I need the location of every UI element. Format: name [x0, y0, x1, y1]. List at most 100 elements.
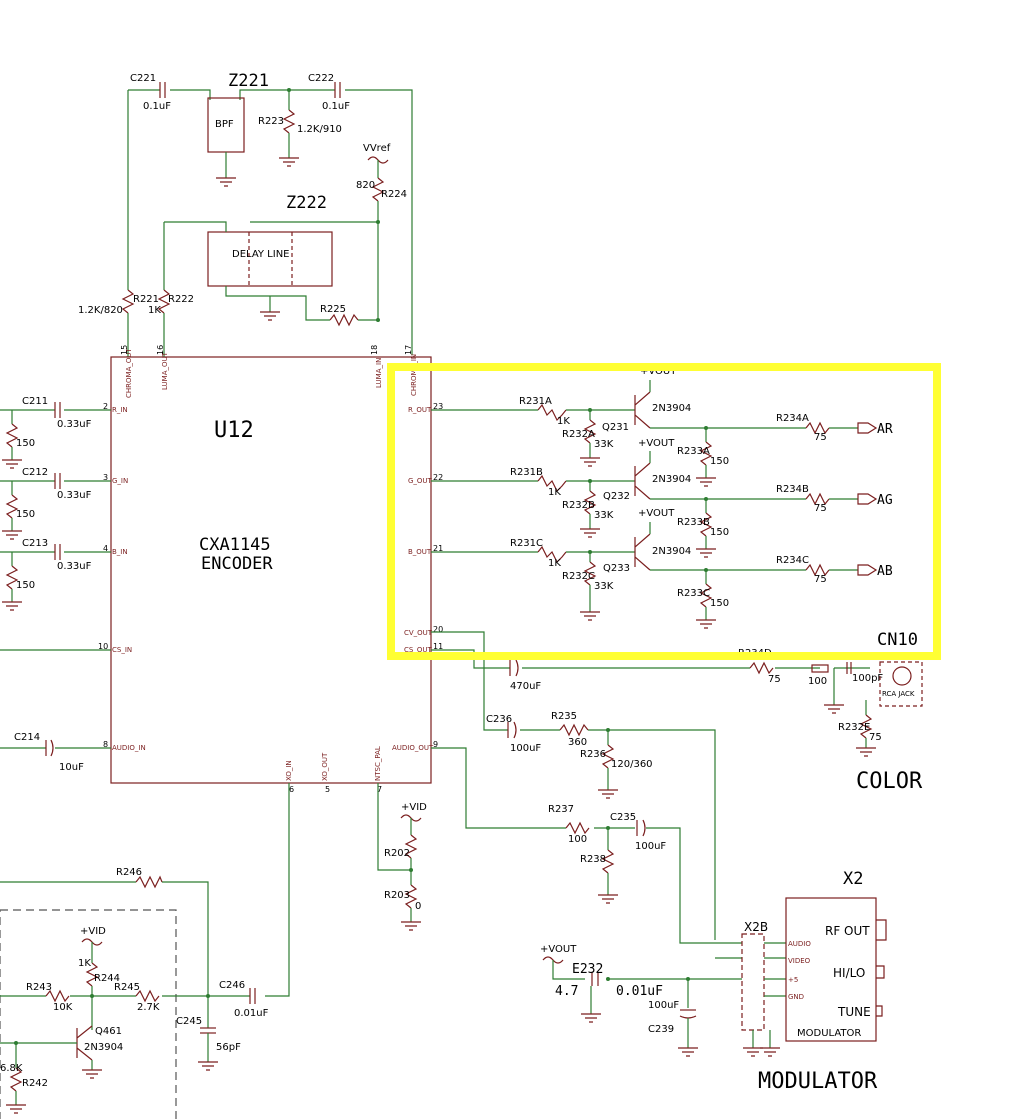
r233a-value: 150 [710, 456, 729, 467]
r232c-label: R232C [562, 571, 595, 582]
r235-value: 360 [568, 737, 587, 748]
pin-chroma-in: CHROMA_IN [410, 354, 418, 396]
pin-num-7: 7 [377, 785, 382, 794]
r234c-value: 75 [814, 574, 827, 585]
c246-value: 0.01uF [234, 1008, 269, 1019]
q461-type: 2N3904 [84, 1042, 123, 1053]
r203-value: 0 [415, 901, 421, 912]
pin-g-in: G_IN [112, 477, 128, 485]
vvref-label: VVref [363, 143, 391, 154]
r232b-value: 33K [594, 510, 614, 521]
delay-line [207, 231, 333, 287]
c100p-value: 100pF [852, 673, 883, 684]
r-150c: 150 [16, 580, 35, 591]
pin-num-6: 6 [289, 785, 294, 794]
pin-num-5: 5 [325, 785, 330, 794]
r236-label: R236 [580, 749, 606, 760]
pin-num-22: 22 [433, 473, 443, 482]
vout-1: +VOUT [640, 366, 677, 377]
r203-label: R203 [384, 890, 410, 901]
r237-label: R237 [548, 804, 574, 815]
rgb-output-section: R231A 1K R232A 33K Q231 2N3904 +VOUT R23… [431, 366, 918, 650]
q231-type: 2N3904 [652, 403, 691, 414]
pin-num-17: 17 [404, 345, 413, 355]
r246-label: R246 [116, 867, 142, 878]
r232c-value: 33K [594, 581, 614, 592]
l221-value: 100 [808, 676, 827, 687]
r221-value: 1.2K/820 [78, 305, 123, 316]
u12-encoder: U12 CXA1145 ENCODER R_IN G_IN B_IN CS_IN… [98, 345, 443, 794]
r224-label: R224 [381, 189, 407, 200]
c222-label: C222 [308, 73, 334, 84]
c235-label: C235 [610, 812, 636, 823]
c236-value: 100uF [510, 743, 541, 754]
pin-num-18: 18 [370, 345, 379, 355]
c245-value: 56pF [216, 1042, 241, 1053]
pin-b-out: B_OUT [408, 548, 432, 556]
ab-output: AB [877, 564, 893, 579]
delay-line-section: Z222 DELAY LINE R225 [163, 193, 380, 327]
c236-label: C236 [486, 714, 512, 725]
c001-value: 0.01uF [616, 984, 663, 999]
r238-label: R238 [580, 854, 606, 865]
r221-r222: R221 1.2K/820 R222 1K [78, 289, 194, 357]
mod-pin-video: VIDEO [788, 957, 811, 965]
tune-label: TUNE [837, 1005, 871, 1019]
u12-sub: ENCODER [201, 554, 273, 574]
c221-value: 0.1uF [143, 101, 171, 112]
c212-label: C212 [22, 467, 48, 478]
r223-value: 1.2K/910 [297, 124, 342, 135]
r233c-label: R233C [677, 588, 710, 599]
highlight-box [387, 363, 941, 660]
r242-value: 6.8K [0, 1063, 23, 1074]
bpf-label: BPF [215, 119, 234, 130]
r231b-value: 1K [548, 487, 561, 498]
r231a-value: 1K [557, 416, 570, 427]
r245-label: R245 [114, 982, 140, 993]
pin-audio-in: AUDIO_IN [112, 744, 146, 752]
c239-label: C239 [648, 1024, 674, 1035]
r236-value: 120/360 [611, 759, 653, 770]
r-150a: 150 [16, 438, 35, 449]
pin-cs-out: CS_OUT [404, 646, 432, 654]
c221-label: C221 [130, 73, 156, 84]
rf-out-label: RF OUT [825, 924, 870, 938]
r232e-label: R232E [838, 722, 870, 733]
r232a-label: R232A [562, 429, 595, 440]
pin-ntsc-pal: NTSC_PAL [374, 746, 382, 781]
c213-value: 0.33uF [57, 561, 92, 572]
r234c-label: R234C [776, 555, 809, 566]
r243-value: 10K [53, 1002, 73, 1013]
r232e-value: 75 [869, 732, 882, 743]
r232a-value: 33K [594, 439, 614, 450]
r222-label: R222 [168, 294, 194, 305]
q231-label: Q231 [602, 422, 629, 433]
x2b-label: X2B [744, 920, 768, 934]
r202-label: R202 [384, 848, 410, 859]
pin-g-out: G_OUT [408, 477, 433, 485]
ntsc-select-section: +VID R202 R203 0 [377, 783, 427, 931]
c245-label: C245 [176, 1016, 202, 1027]
pin-cs-in: CS_IN [112, 646, 132, 654]
c246-label: C246 [219, 980, 245, 991]
modulator-label: MODULATOR [758, 1069, 878, 1094]
vid-2: +VID [80, 926, 106, 937]
r231b-label: R231B [510, 467, 543, 478]
r234b-label: R234B [776, 484, 809, 495]
r242-label: R242 [22, 1078, 48, 1089]
hi-lo-label: HI/LO [833, 966, 865, 980]
r225-label: R225 [320, 304, 346, 315]
pin-luma-in: LUMA_IN [375, 358, 383, 388]
pin-audio-out: AUDIO_OUT [392, 744, 434, 752]
u12-ref: U12 [214, 418, 254, 443]
pin-xo-in: XO_IN [285, 760, 293, 781]
r233a-label: R233A [677, 446, 710, 457]
color-label: COLOR [856, 769, 923, 794]
r234b-value: 75 [814, 503, 827, 514]
pin-r-out: R_OUT [408, 406, 432, 414]
ag-output: AG [877, 493, 893, 508]
pin-luma-out: LUMA_OUT [161, 351, 169, 390]
r232b-label: R232B [562, 500, 595, 511]
x2-label: X2 [843, 869, 863, 889]
